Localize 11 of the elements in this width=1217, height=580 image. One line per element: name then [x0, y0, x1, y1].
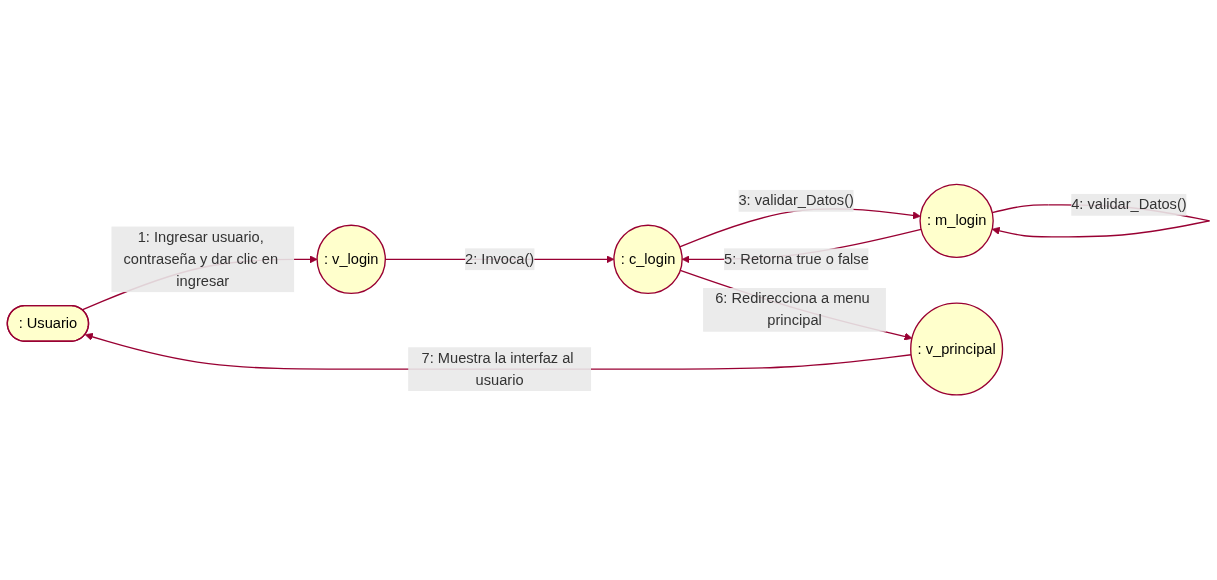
node-circle: : v_principal	[910, 302, 1004, 396]
edge-label: 6: Redirecciona a menu principal	[715, 291, 870, 329]
edge-label: 2: Invoca()	[465, 251, 535, 268]
node-circle: : v_login	[316, 224, 386, 295]
edge-label: 4: validar_Datos()	[1071, 196, 1187, 213]
edge-label: 3: validar_Datos()	[738, 193, 854, 209]
node-circle: : c_login	[613, 224, 683, 295]
node-circle: : m_login	[919, 184, 994, 259]
edge-label: 1: Ingresar usuario, contraseña y dar clic en ingresar	[123, 229, 279, 289]
edge-label: 5: Retorna true o false	[724, 251, 869, 268]
edge-label: 7: Muestra la interfaz al usuario	[421, 350, 574, 388]
